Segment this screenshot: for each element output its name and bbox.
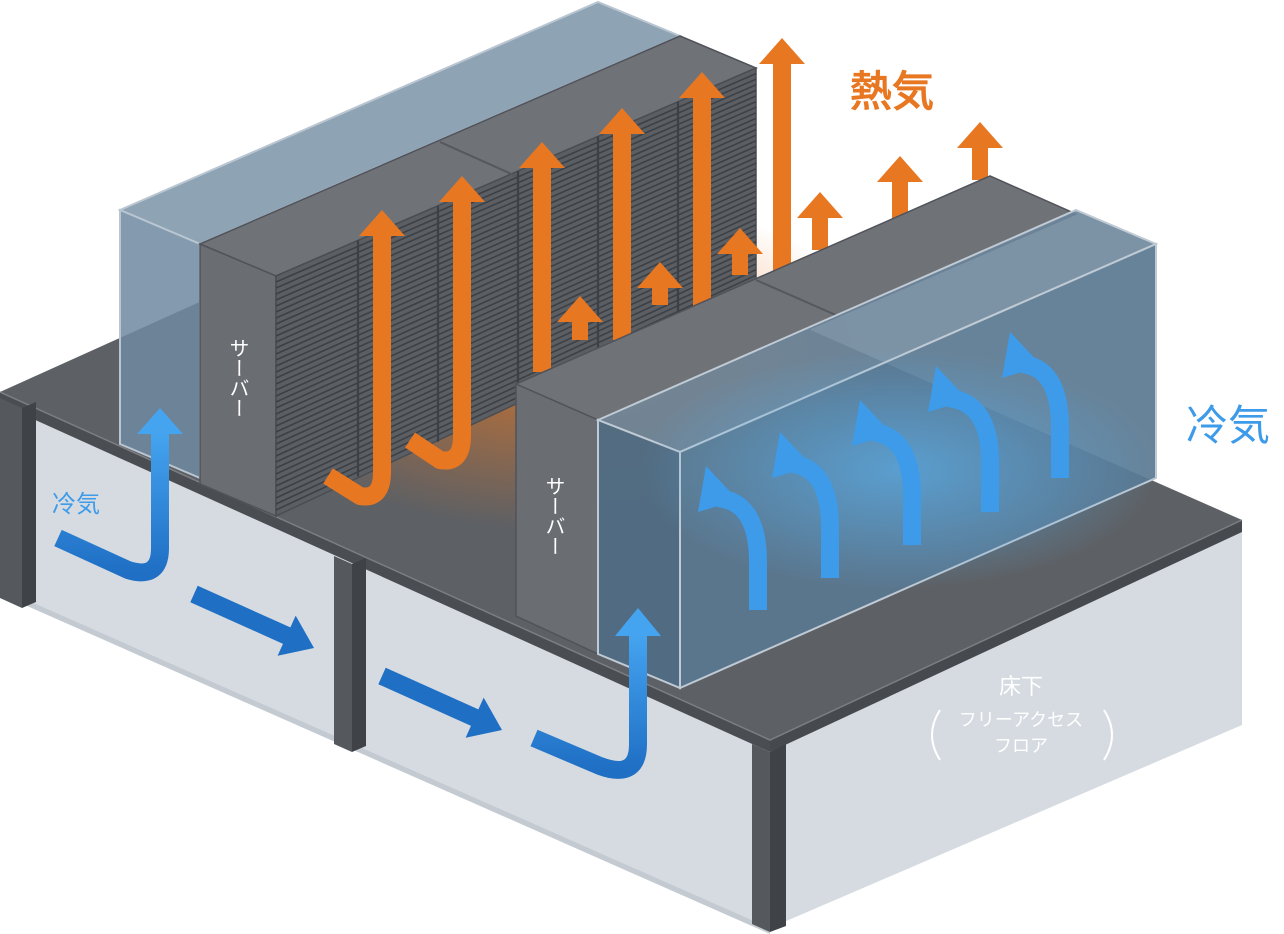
rack-grille-line <box>275 100 757 313</box>
hot-arrow-shaft <box>892 178 908 218</box>
rack-grille-line <box>275 117 757 331</box>
cold-arrow-head <box>698 466 738 512</box>
cold-air-arrows <box>54 332 1069 779</box>
rack-grille-line <box>275 252 757 475</box>
cold-inlet-right-head <box>615 608 661 636</box>
rack-grille-line <box>275 196 757 415</box>
rack-grille-line <box>275 179 757 397</box>
cold-arrow-head <box>928 366 968 412</box>
rack-grille-line <box>275 229 757 451</box>
rack-grille-line <box>275 84 757 295</box>
rack-grille-line <box>275 134 757 349</box>
rack-grille-line <box>275 112 757 325</box>
rack-grille-line <box>275 235 757 457</box>
rack-grille-line <box>275 184 757 403</box>
cold-arrow-head <box>852 400 892 446</box>
back-glass-enclosure <box>117 0 683 480</box>
floor-columns <box>0 398 786 932</box>
rack-grille-line <box>275 78 757 289</box>
hot-arrow-head <box>679 72 725 98</box>
cold-inlet-left-head <box>137 408 183 434</box>
rack-grille-line <box>275 207 757 427</box>
server-back-label: サーバー <box>226 338 250 418</box>
underfloor-subtitle-1: フリーアクセス <box>959 710 1083 731</box>
rack-grille-line <box>275 268 757 493</box>
rack-grille-line <box>275 257 757 481</box>
rack-grille-line <box>275 151 757 367</box>
cold-inlet-right-shaft <box>530 634 647 779</box>
underfloor-subtitle-2: フロア <box>994 736 1048 757</box>
server-front-label: サーバー <box>542 476 566 556</box>
server-rack-front <box>514 175 1078 656</box>
hot-arrow-head <box>637 262 683 288</box>
hot-arrow-head <box>717 228 763 254</box>
hot-arrow-shaft <box>812 214 828 250</box>
hot-j-arrow-shaft <box>323 234 391 506</box>
underfloor-title: 床下 <box>999 675 1043 700</box>
hot-arrow-head <box>797 192 843 218</box>
rack-grille-line <box>275 128 757 343</box>
hot-air-label: 熱気 <box>850 67 934 116</box>
rack-grille-line <box>275 89 757 301</box>
hot-arrow-shaft <box>652 284 668 305</box>
rack-grille-line <box>275 240 757 463</box>
hot-arrow-shaft <box>972 144 988 180</box>
rack-grille-line <box>275 72 757 283</box>
hot-arrow-head <box>599 108 645 134</box>
rack-grille-line <box>275 263 757 487</box>
server-rack-back <box>198 35 758 518</box>
hot-arrow-head <box>557 296 603 322</box>
underfloor-area <box>0 398 1242 934</box>
underfloor-paren-right <box>1103 709 1113 761</box>
front-glass-enclosure <box>595 208 1160 690</box>
rack-grille-line <box>275 162 757 379</box>
cold-arrow-head <box>1002 332 1042 378</box>
hot-arrow-shaft <box>732 250 748 275</box>
rack-grille-line <box>275 224 757 445</box>
hot-j-arrow-shaft <box>405 200 471 470</box>
hot-j-arrow-head <box>439 176 485 202</box>
cold-arrow-head <box>772 432 812 478</box>
underfloor-flow-arrow-head <box>277 615 314 656</box>
rack-grille-line <box>275 212 757 433</box>
rack-grille-line <box>275 123 757 337</box>
rack-grille-line <box>275 201 757 421</box>
underfloor-paren-left <box>931 709 941 761</box>
cold-inlet-left-shaft <box>54 432 169 582</box>
hot-arrow-shaft <box>572 318 588 340</box>
underfloor-flow-arrow-head <box>465 697 502 738</box>
rack-grille-line <box>275 95 757 307</box>
underfloor-flow-arrow-shaft <box>378 667 484 729</box>
rack-grille-line <box>275 106 757 319</box>
rack-grille-line <box>275 173 757 391</box>
hot-arrow-head <box>957 122 1003 148</box>
hot-arrow-head <box>519 142 565 168</box>
hot-arrow-shaft <box>613 130 631 340</box>
hot-j-arrow-head <box>359 210 405 236</box>
rack-grille-line <box>275 140 757 355</box>
rack-grille-line <box>275 218 757 439</box>
hot-arrow-shaft <box>693 94 711 318</box>
hot-arrow-shaft <box>533 164 551 372</box>
cold-air-left-label: 冷気 <box>52 490 100 518</box>
hot-arrow-head <box>759 38 805 64</box>
underfloor-flow-arrow-shaft <box>190 585 296 647</box>
rack-grille-line <box>275 168 757 385</box>
hot-air-arrows <box>323 38 1003 506</box>
rack-grille-line <box>275 190 757 409</box>
rack-grille-line <box>275 145 757 361</box>
hot-arrow-shaft <box>773 60 791 290</box>
hot-arrow-head <box>877 156 923 182</box>
cold-air-label: 冷気 <box>1186 401 1270 450</box>
rack-grille-line <box>275 156 757 373</box>
